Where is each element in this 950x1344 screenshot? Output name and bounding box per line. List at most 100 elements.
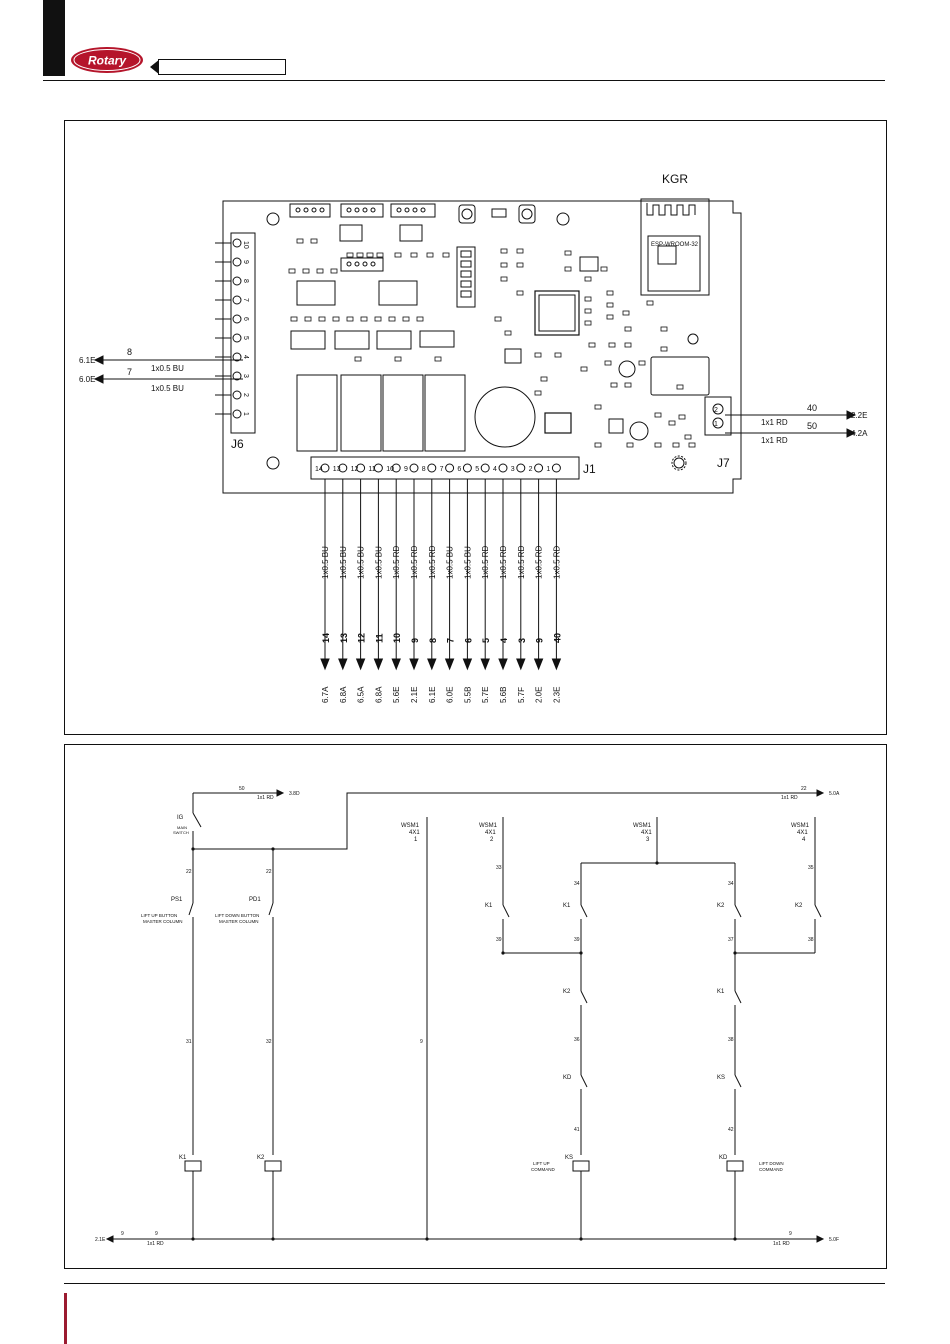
smd-part xyxy=(500,248,508,254)
header-side-bar xyxy=(43,0,65,76)
wsm1-1-tag: WSM1 xyxy=(401,823,420,829)
bottom-wire-spec: 1x0.5 RD xyxy=(481,545,490,579)
j1-pin xyxy=(373,463,383,473)
junction-dots xyxy=(191,847,737,1241)
j6-pin xyxy=(232,390,242,400)
smd-part xyxy=(290,316,298,322)
logo-text: Rotary xyxy=(88,54,127,68)
smd-part xyxy=(584,320,592,326)
j1-pin-number: 2 xyxy=(529,466,533,473)
smd-part xyxy=(504,330,512,336)
ks-coil-label2: COMMAND xyxy=(531,1167,555,1172)
bottom-wire-ref: 5.7E xyxy=(481,687,490,703)
bottom-wire-spec: 1x0.5 RD xyxy=(517,545,526,579)
smd-part xyxy=(376,252,384,258)
left-wire-8-num: 8 xyxy=(127,347,132,357)
top-headers xyxy=(289,203,436,272)
bottom-wire-num: 7 xyxy=(446,638,456,643)
j1-pin-number: 14 xyxy=(315,466,323,473)
smd-part xyxy=(584,296,592,302)
j1-pin xyxy=(516,463,526,473)
j1-pin xyxy=(409,463,419,473)
j6-label: J6 xyxy=(231,437,244,451)
title-box xyxy=(158,59,286,75)
smd-part xyxy=(402,316,410,322)
bottom-wire-spec: 1x0.5 RD xyxy=(535,545,544,579)
smd-part xyxy=(442,252,450,258)
ks-coil-tag: KS xyxy=(565,1155,573,1161)
bottom-left-num2: 9 xyxy=(155,1231,158,1237)
wire-22-b: 22 xyxy=(266,869,272,875)
j7-connector: 2 1 J7 xyxy=(704,396,732,470)
j1-pin xyxy=(480,463,490,473)
smd-part xyxy=(606,302,614,308)
buzzer xyxy=(474,386,536,448)
j6-pin-number: 6 xyxy=(242,317,249,321)
smd-part xyxy=(288,268,296,274)
main-switch-label1: MAIN xyxy=(177,825,187,830)
bottom-wire-arrow xyxy=(551,658,562,671)
bottom-wire-spec: 1x0.5 BU xyxy=(446,546,455,579)
ks-coil xyxy=(572,1160,590,1172)
smd-part xyxy=(310,238,318,244)
bottom-left-spec: 1x1 RD xyxy=(147,1241,164,1247)
smd-part xyxy=(346,316,354,322)
smd-part xyxy=(564,266,572,272)
bottom-wire-arrow xyxy=(391,658,401,671)
capacitor xyxy=(618,360,636,378)
k1-contact-c: K1 xyxy=(717,989,725,995)
smd-part xyxy=(374,316,382,322)
bottom-wire-spec: 1x0.5 RD xyxy=(552,545,561,579)
smd-part xyxy=(608,342,616,348)
j1-pin-number: 13 xyxy=(333,466,341,473)
bottom-wire-ref: 6.8A xyxy=(374,686,383,703)
bottom-wire-spec: 1x0.5 BU xyxy=(339,546,348,579)
ps1-label1: LIFT UP BUTTON xyxy=(141,913,177,918)
k2-contact-c: K2 xyxy=(563,989,571,995)
smd-part xyxy=(684,434,692,440)
bottom-right-ref: 5.0F xyxy=(829,1237,839,1243)
bottom-wire-ref: 6.7A xyxy=(321,686,330,703)
bottom-right-spec: 1x1 RD xyxy=(773,1241,790,1247)
wsm1-3-sub: 4X1 xyxy=(641,830,652,836)
board-title: KGR xyxy=(662,172,688,186)
main-switch-tag: IG xyxy=(177,815,184,821)
smd-part xyxy=(354,356,362,362)
smd-part xyxy=(580,366,588,372)
bottom-wire-num: 9 xyxy=(410,638,420,643)
k1-coil-tag: K1 xyxy=(179,1155,187,1161)
wsm1-3-idx: 3 xyxy=(646,837,650,843)
board-wiring-diagram: KGR ESP-WROOM-32 xyxy=(79,172,868,703)
wire-33: 33 xyxy=(496,865,502,871)
j1-pin xyxy=(445,463,455,473)
mount-hole xyxy=(687,333,699,345)
bottom-wire-num: 13 xyxy=(339,633,349,643)
bottom-wire-ref: 2.0E xyxy=(535,687,544,703)
j6-pin-number: 8 xyxy=(242,279,249,283)
top-right-wire-ref: 5.0A xyxy=(829,791,840,797)
smd-part xyxy=(494,316,502,322)
right-wire-40-ref: 2.2E xyxy=(851,411,867,420)
right-wire-50-num: 50 xyxy=(807,421,817,431)
bottom-wire-spec: 1x0.5 RD xyxy=(428,545,437,579)
bottom-wire-ref: 5.6B xyxy=(499,687,508,703)
j1-pin xyxy=(551,463,561,473)
wire-9: 9 xyxy=(420,1039,423,1045)
board-wiring-panel: KGR ESP-WROOM-32 xyxy=(64,120,887,735)
j6-pin-number: 9 xyxy=(242,260,249,264)
smd-part xyxy=(410,252,418,258)
wire-22-a: 22 xyxy=(186,869,192,875)
wsm1-4-branch: WSM1 4X1 4 35 K2 38 xyxy=(791,817,822,953)
smd-part xyxy=(516,248,524,254)
j1-pin xyxy=(427,463,437,473)
bottom-wire-arrow xyxy=(427,658,437,671)
bottom-right-num: 9 xyxy=(789,1231,792,1237)
top-right-rail xyxy=(193,792,815,850)
j6-pin-number: 10 xyxy=(242,241,249,249)
mount-hole xyxy=(673,457,685,469)
j6-pin xyxy=(232,352,242,362)
bottom-wire-num: 40 xyxy=(552,633,562,643)
kd-coil-label2: COMMAND xyxy=(759,1167,783,1172)
smd-part xyxy=(600,266,608,272)
